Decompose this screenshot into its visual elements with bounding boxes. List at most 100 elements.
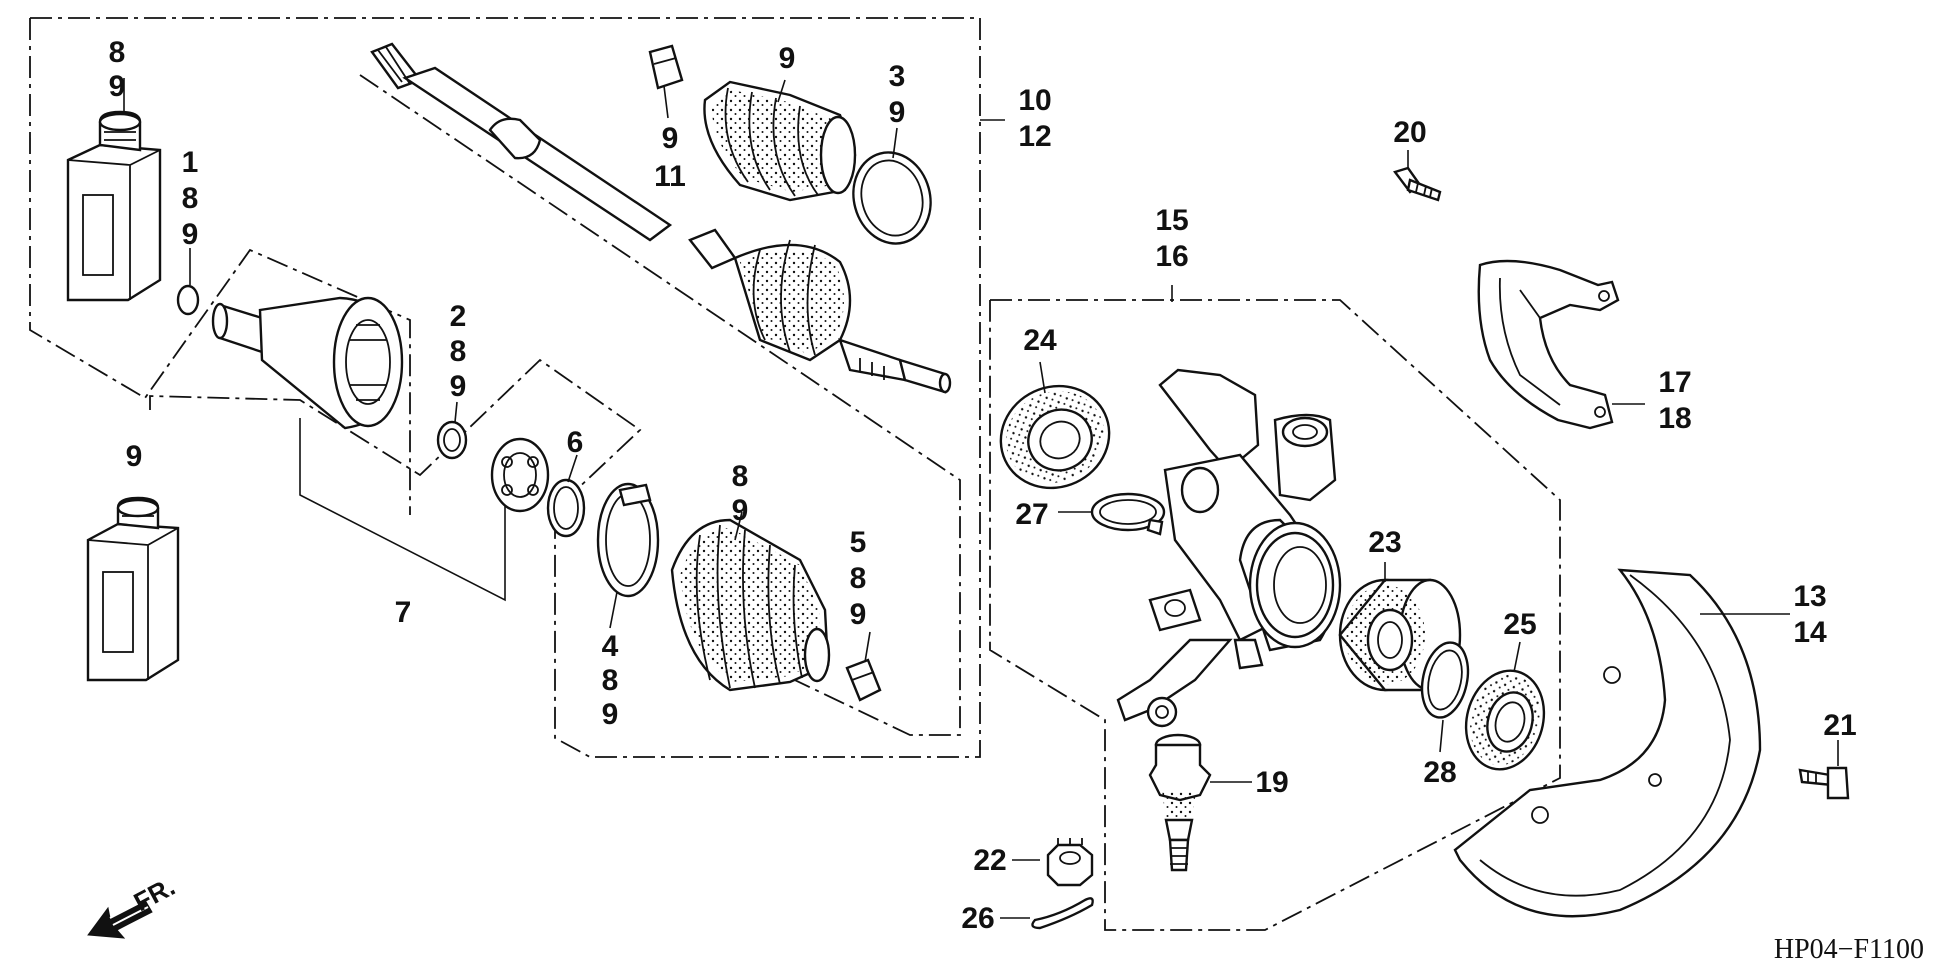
svg-text:2: 2 — [450, 300, 467, 333]
callout-snap-27: 27 — [1015, 498, 1048, 531]
svg-text:15: 15 — [1155, 204, 1188, 237]
callout-bearing-23: 23 — [1368, 526, 1401, 559]
cotter-pin-26 — [1031, 897, 1094, 930]
boot-clip-outer — [648, 44, 684, 90]
svg-text:23: 23 — [1368, 526, 1401, 559]
circlip-small — [436, 420, 468, 460]
callout-bearing-24: 24 — [1023, 324, 1057, 357]
svg-text:9: 9 — [602, 698, 619, 731]
svg-text:9: 9 — [109, 70, 126, 103]
callout-inner-boot: 8 9 — [732, 460, 749, 527]
callout-outer-race-set: 7 — [395, 596, 412, 629]
front-direction-arrow: FR. — [87, 871, 180, 939]
oil-seal-25 — [1464, 669, 1546, 771]
diagram-code: HP04−F1100 — [1774, 934, 1924, 965]
svg-text:8: 8 — [602, 664, 619, 697]
svg-text:25: 25 — [1503, 608, 1536, 641]
callout-cotter-pin: 26 — [961, 902, 994, 935]
svg-text:20: 20 — [1393, 116, 1426, 149]
callout-outer-band: 3 9 — [889, 60, 906, 129]
svg-text:26: 26 — [961, 902, 994, 935]
svg-text:9: 9 — [662, 122, 679, 155]
svg-text:14: 14 — [1793, 616, 1827, 649]
svg-text:8: 8 — [182, 182, 199, 215]
svg-text:6: 6 — [567, 426, 584, 459]
boot-band-large-inner — [596, 482, 660, 598]
svg-text:27: 27 — [1015, 498, 1048, 531]
outer-boot — [703, 80, 857, 202]
svg-text:17: 17 — [1658, 366, 1691, 399]
callout-oil-upper: 8 9 — [109, 36, 126, 103]
drive-shaft — [370, 42, 952, 394]
steering-knuckle — [1116, 368, 1342, 728]
callout-outer-boot-clip: 9 11 — [654, 122, 686, 193]
callout-knuckle: 15 16 — [1155, 204, 1188, 273]
knuckle-guard — [1477, 259, 1620, 430]
svg-text:16: 16 — [1155, 240, 1188, 273]
bearing-23 — [1338, 578, 1462, 692]
svg-text:1: 1 — [182, 146, 199, 179]
group-outlines — [29, 17, 1561, 931]
svg-text:9: 9 — [182, 218, 199, 251]
inner-race-cage — [490, 437, 550, 513]
svg-text:7: 7 — [395, 596, 412, 629]
svg-text:21: 21 — [1823, 709, 1856, 742]
callout-inner-boot-clip: 5 8 9 — [850, 526, 867, 631]
disc-cover — [1453, 568, 1762, 918]
ball-joint-19 — [1148, 733, 1212, 872]
callout-ball-joint: 19 — [1255, 766, 1288, 799]
bolt-21 — [1798, 766, 1850, 800]
svg-text:8: 8 — [850, 562, 867, 595]
bolt-20 — [1393, 166, 1442, 202]
callout-oil-lower: 9 — [126, 440, 143, 473]
callout-inner-band: 4 8 9 — [602, 630, 619, 731]
callout-guard: 17 18 — [1658, 366, 1691, 435]
snap-ring-27 — [1090, 492, 1166, 536]
castle-nut-22 — [1046, 838, 1094, 887]
svg-text:9: 9 — [779, 42, 796, 75]
callout-stop-ring: 6 — [567, 426, 584, 459]
callout-castle-nut: 22 — [973, 844, 1006, 877]
callout-seal-25: 25 — [1503, 608, 1536, 641]
callout-disc-cover: 13 14 — [1793, 580, 1827, 649]
svg-text:18: 18 — [1658, 402, 1691, 435]
svg-text:9: 9 — [126, 440, 143, 473]
boot-band-large-outer — [852, 151, 932, 245]
svg-text:24: 24 — [1023, 324, 1057, 357]
o-ring-small — [176, 284, 200, 316]
svg-text:22: 22 — [973, 844, 1006, 877]
callout-bolt-21: 21 — [1823, 709, 1856, 742]
svg-text:4: 4 — [602, 630, 619, 663]
callout-bolt-20: 20 — [1393, 116, 1426, 149]
callout-driveshaft-assy: 10 12 — [1018, 84, 1051, 153]
svg-text:8: 8 — [450, 335, 467, 368]
svg-text:9: 9 — [889, 96, 906, 129]
inner-boot — [670, 518, 831, 692]
inner-joint-outer-race — [211, 296, 404, 430]
svg-text:10: 10 — [1018, 84, 1051, 117]
snap-ring-28 — [1420, 641, 1470, 719]
svg-text:8: 8 — [732, 460, 749, 493]
leader-lines — [123, 78, 1839, 919]
svg-text:11: 11 — [654, 160, 686, 193]
svg-text:9: 9 — [732, 494, 749, 527]
oil-bottle-upper — [66, 110, 162, 302]
callout-circlip-small: 2 8 9 — [450, 300, 467, 403]
svg-text:12: 12 — [1018, 120, 1051, 153]
svg-text:13: 13 — [1793, 580, 1826, 613]
svg-text:19: 19 — [1255, 766, 1288, 799]
svg-text:8: 8 — [109, 36, 126, 69]
svg-text:5: 5 — [850, 526, 867, 559]
svg-text:9: 9 — [450, 370, 467, 403]
svg-text:9: 9 — [850, 598, 867, 631]
callout-snap-28: 28 — [1423, 756, 1456, 789]
svg-text:3: 3 — [889, 60, 906, 93]
oil-bottle-lower — [86, 496, 180, 682]
callout-outer-boot: 9 — [779, 42, 796, 75]
bearing-24 — [999, 384, 1111, 490]
boot-clip-inner — [845, 658, 882, 702]
callout-oring: 1 8 9 — [182, 146, 199, 251]
svg-text:28: 28 — [1423, 756, 1456, 789]
